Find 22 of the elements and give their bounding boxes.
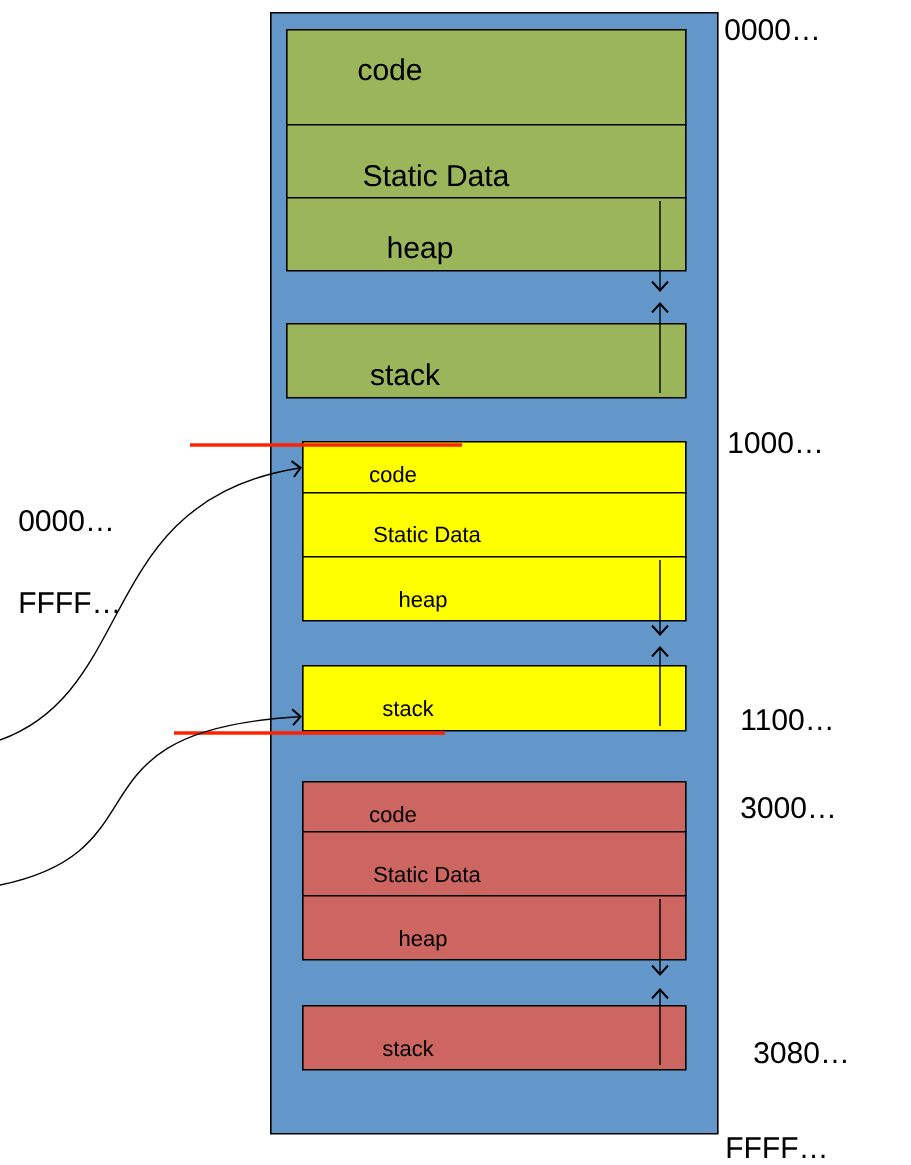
- memory-segment: Static Data: [302, 492, 687, 558]
- address-label: 3000…: [741, 797, 833, 819]
- memory-segment: heap: [302, 895, 687, 961]
- memory-segment: code: [286, 29, 687, 126]
- memory-segment: Static Data: [302, 831, 687, 897]
- arrow: [0, 708, 302, 886]
- address-label: 1000…: [729, 432, 820, 454]
- memory-segment: heap: [302, 556, 687, 622]
- address-label: 3080…: [754, 1042, 846, 1064]
- arrow: [0, 460, 302, 741]
- memory-segment: Static Data: [286, 124, 687, 199]
- memory-segment: stack: [302, 1005, 687, 1071]
- memory-segment: code: [302, 441, 687, 494]
- memory-segment: heap: [286, 197, 687, 272]
- memory-segment: stack: [286, 323, 687, 399]
- address-label: FFFF…: [20, 592, 118, 613]
- memory-segment: code: [302, 781, 687, 833]
- address-label: 0000…: [19, 510, 111, 532]
- address-label: FFFF…: [727, 1137, 825, 1158]
- address-label: 1100…: [742, 709, 831, 731]
- memory-segment: stack: [302, 665, 687, 732]
- address-label: 0000…: [725, 19, 817, 41]
